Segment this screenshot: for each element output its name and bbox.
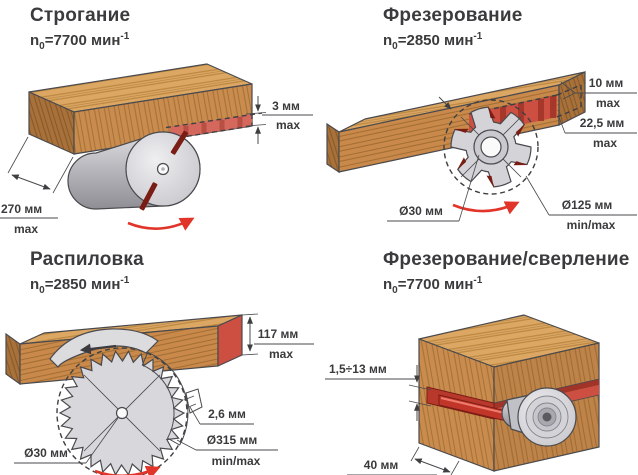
dim-qualifier: max — [276, 118, 300, 132]
dim-label: Ø30 мм — [399, 204, 443, 218]
dimension-diameter: Ø125 мм min/max — [525, 175, 637, 232]
blade-housing — [141, 351, 203, 446]
planer-knife — [139, 182, 158, 211]
dimension-depth: 40 мм — [347, 446, 460, 475]
dim-qualifier: max — [596, 96, 620, 110]
rotation-arrow — [452, 201, 520, 215]
dim-qualifier: max — [593, 136, 617, 150]
kerf-marks — [183, 395, 197, 409]
dim-label: 22,5 мм — [580, 116, 625, 130]
panel-title: Фрезерование/сверление — [383, 249, 630, 270]
dim-label: 270 мм — [1, 202, 42, 216]
sawing-diagram: 117 мм max 2,6 мм Ø315 мм min/max Ø30 мм — [5, 313, 314, 475]
blade-bore — [115, 406, 129, 420]
dim-label: 40 мм — [364, 458, 399, 472]
wood-board — [28, 63, 253, 155]
mill-drill-diagram: 1,5÷13 мм 40 мм — [325, 314, 600, 475]
spindle-speed: n0=2850 мин-1 — [383, 31, 483, 52]
panel-milling: Фрезерование n0=2850 мин-1 — [319, 0, 638, 237]
rotation-arrow — [94, 465, 161, 475]
dimension-range: 1,5÷13 мм — [325, 362, 432, 421]
panel-title: Фрезерование — [383, 5, 523, 26]
panel-title: Строгание — [30, 5, 131, 26]
dim-label: Ø315 мм — [207, 433, 258, 447]
panel-mill-drill: Фрезерование/сверление n0=7700 мин-1 — [319, 237, 638, 475]
dimension-diameter: Ø315 мм min/max — [176, 433, 278, 468]
panel-header: Фрезерование n0=2850 мин-1 — [319, 0, 638, 57]
dimension-bore: Ø30 мм — [14, 417, 119, 464]
blade-guard — [49, 328, 159, 368]
dim-label: 1,5÷13 мм — [329, 362, 387, 376]
dim-qualifier: min/max — [212, 454, 261, 468]
spindle-speed: n0=2850 мин-1 — [30, 275, 130, 296]
dim-qualifier: max — [269, 347, 293, 361]
dim-qualifier: min/max — [567, 218, 616, 232]
dim-qualifier: max — [14, 222, 38, 236]
dim-label: 3 мм — [272, 99, 300, 113]
wood-beam — [326, 71, 586, 174]
planer-knife — [170, 130, 189, 155]
planing-diagram: 3 мм max 270 мм max — [0, 63, 313, 236]
rotation-arrow — [127, 217, 195, 231]
dimension-depth: 3 мм max — [245, 96, 313, 144]
milling-cutter — [438, 96, 539, 195]
planer-drum — [67, 130, 201, 211]
panel-header: Фрезерование/сверление n0=7700 мин-1 — [319, 237, 638, 301]
dimension-cut-height: 117 мм max — [241, 313, 314, 361]
dim-label: 2,6 мм — [208, 407, 246, 421]
milling-diagram: 10 мм max 22,5 мм max Ø30 мм Ø125 мм min… — [326, 71, 637, 232]
dim-label: 117 мм — [258, 327, 299, 341]
dimension-kerf: 2,6 мм — [189, 406, 254, 425]
panel-header: Распиловка n0=2850 мин-1 — [0, 237, 319, 301]
dimension-groove-width: 10 мм max — [560, 76, 637, 110]
spindle-speed: n0=7700 мин-1 — [383, 275, 483, 296]
panel-title: Распиловка — [30, 249, 144, 270]
cutter-bit — [438, 387, 577, 447]
panel-header: Строгание n0=7700 мин-1 — [0, 0, 319, 57]
panel-planing: Строгание n0=7700 мин-1 — [0, 0, 319, 237]
dimension-groove-depth: 22,5 мм max — [558, 116, 637, 150]
dimension-width: 270 мм max — [0, 136, 74, 236]
dim-label: Ø125 мм — [562, 198, 613, 212]
dim-label: 10 мм — [589, 76, 624, 90]
spindle-speed: n0=7700 мин-1 — [30, 31, 130, 52]
riving-knife — [185, 388, 203, 414]
dim-label: Ø30 мм — [24, 446, 68, 460]
panel-sawing: Распиловка n0=2850 мин-1 — [0, 237, 319, 475]
bit-center — [542, 412, 552, 422]
dimension-bore: Ø30 мм — [387, 154, 480, 222]
feed-direction-arrow — [79, 343, 117, 355]
cutter-bore — [480, 136, 502, 158]
